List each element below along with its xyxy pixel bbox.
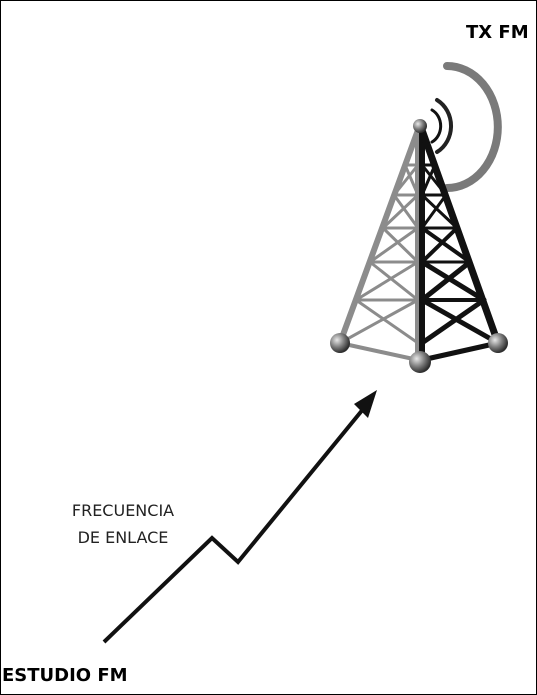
zigzag-arrow-icon	[102, 390, 377, 644]
link-frequency-line-1: FRECUENCIA	[71, 501, 175, 520]
radio-tower-icon	[330, 119, 508, 373]
link-frequency-label: FRECUENCIA DE ENLACE	[38, 497, 208, 551]
radio-waves-icon	[430, 62, 502, 192]
tower-left-foot	[330, 333, 350, 353]
studio-fm-label: ESTUDIO FM	[2, 665, 128, 686]
tx-fm-label: TX FM	[466, 22, 529, 43]
link-frequency-line-2: DE ENLACE	[77, 528, 169, 547]
tower-right-foot	[488, 333, 508, 353]
tower-center-foot	[409, 351, 431, 373]
tower-top-ball	[413, 119, 427, 133]
